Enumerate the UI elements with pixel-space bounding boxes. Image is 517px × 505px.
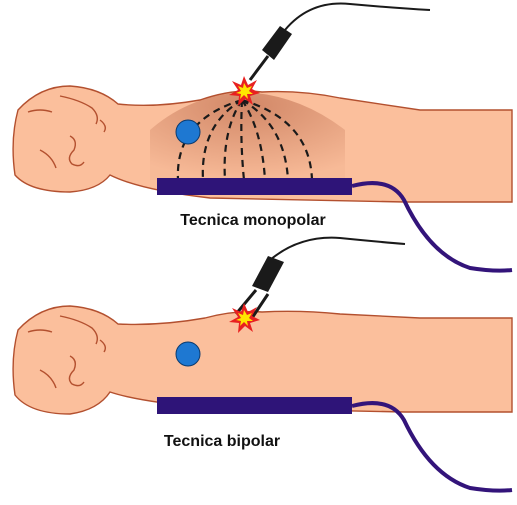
monopolar-electrode-icon bbox=[250, 4, 430, 80]
return-cable bbox=[352, 403, 512, 491]
caption-bipolar: Tecnica bipolar bbox=[164, 433, 280, 450]
contact-pad bbox=[176, 342, 200, 366]
panel-bipolar: Tecnica bipolar bbox=[13, 238, 512, 491]
contact-pad bbox=[176, 120, 200, 144]
return-electrode-plate bbox=[157, 397, 352, 414]
panel-monopolar: Tecnica monopolar bbox=[13, 4, 512, 271]
bipolar-forceps-icon bbox=[236, 238, 405, 318]
caption-monopolar: Tecnica monopolar bbox=[180, 212, 326, 229]
return-electrode-plate bbox=[157, 178, 352, 195]
